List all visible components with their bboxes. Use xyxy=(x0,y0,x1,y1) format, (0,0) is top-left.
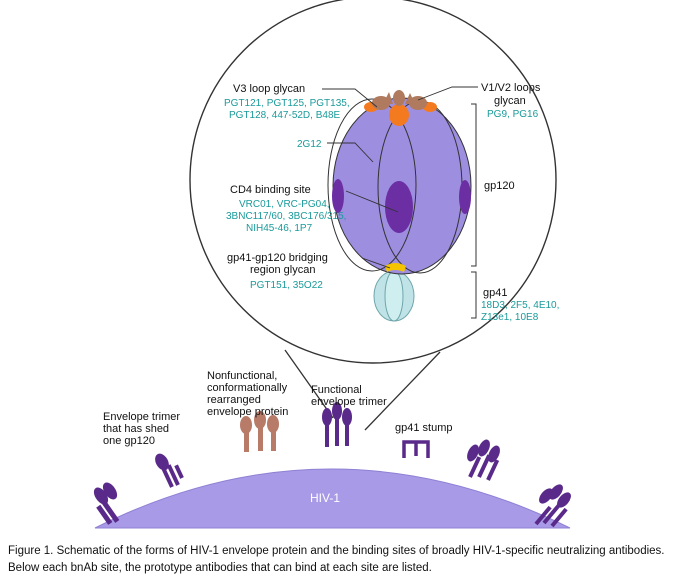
virion-label: HIV-1 xyxy=(310,491,340,505)
functional-label-line2: envelope trimer xyxy=(311,396,387,408)
zoom-line-left xyxy=(284,349,334,419)
gp41-stump xyxy=(402,440,430,458)
v3-antibodies-line2: PGT128, 447-52D, B48E xyxy=(229,110,341,121)
cd4-antibodies-line1: VRC01, VRC-PG04, xyxy=(239,199,330,210)
bridging-label-line2: region glycan xyxy=(250,264,315,276)
v1v2-leader xyxy=(417,86,478,101)
v1v2-antibodies: PG9, PG16 xyxy=(487,109,539,120)
bridging-label-line1: gp41-gp120 bridging xyxy=(227,252,328,264)
gp41-label: gp41 xyxy=(483,287,507,299)
virion-membrane xyxy=(94,468,571,529)
cd4-binding-site-label: CD4 binding site xyxy=(230,184,311,196)
nonfunctional-label-line4: envelope protein xyxy=(207,406,288,418)
bridging-glycan xyxy=(385,263,406,272)
gp41-domain xyxy=(373,270,415,322)
v1v2-loops-label-line2: glycan xyxy=(494,95,526,107)
shed-label-line3: one gp120 xyxy=(103,435,155,447)
gp41-antibodies-line2: Z13e1, 10E8 xyxy=(481,312,539,323)
shed-label-line1: Envelope trimer xyxy=(103,411,180,423)
stump-label: gp41 stump xyxy=(395,422,452,434)
nonfunctional-label-line2: conformationally xyxy=(207,382,288,394)
cd4-antibodies-line3: NIH45-46, 1P7 xyxy=(246,223,313,234)
zoom-line-right xyxy=(364,351,441,431)
v3-loop-glycan-label: V3 loop glycan xyxy=(233,83,305,95)
right-spike-1 xyxy=(467,439,500,481)
g2g12-leader xyxy=(327,142,374,163)
gp120-bracket xyxy=(471,103,477,267)
2g12-antibody: 2G12 xyxy=(297,139,322,150)
cd4-site-left xyxy=(332,179,344,213)
bridging-antibodies: PGT151, 35O22 xyxy=(250,280,323,291)
bridging-leader xyxy=(361,257,391,269)
nonfunctional-label-line1: Nonfunctional, xyxy=(207,370,277,382)
cd4-antibodies-line2: 3BNC117/60, 3BC176/315, xyxy=(226,211,346,222)
gp120-label: gp120 xyxy=(484,180,515,192)
v3-antibodies-line1: PGT121, PGT125, PGT135, xyxy=(224,98,350,109)
left-edge-spike xyxy=(93,482,120,525)
nonfunctional-label-line3: rearranged xyxy=(207,394,261,406)
functional-trimer xyxy=(322,402,352,447)
right-edge-spike xyxy=(534,484,571,528)
cd4-leader xyxy=(345,190,399,213)
figure-caption: Figure 1. Schematic of the forms of HIV-… xyxy=(8,545,665,574)
gp41-bracket xyxy=(471,271,477,319)
gp41-antibodies-line1: 18D3, 2F5, 4E10, xyxy=(481,300,559,311)
v3-leader xyxy=(322,88,378,108)
cd4-site-right xyxy=(459,180,471,214)
shed-trimer xyxy=(155,453,184,488)
v1v2-loops-label-line1: V1/V2 loops xyxy=(481,82,541,94)
shed-label-line2: that has shed xyxy=(103,423,169,435)
functional-label-line1: Functional xyxy=(311,384,362,396)
nonfunctional-envelope xyxy=(240,411,279,452)
cd4-site-center xyxy=(385,181,413,233)
